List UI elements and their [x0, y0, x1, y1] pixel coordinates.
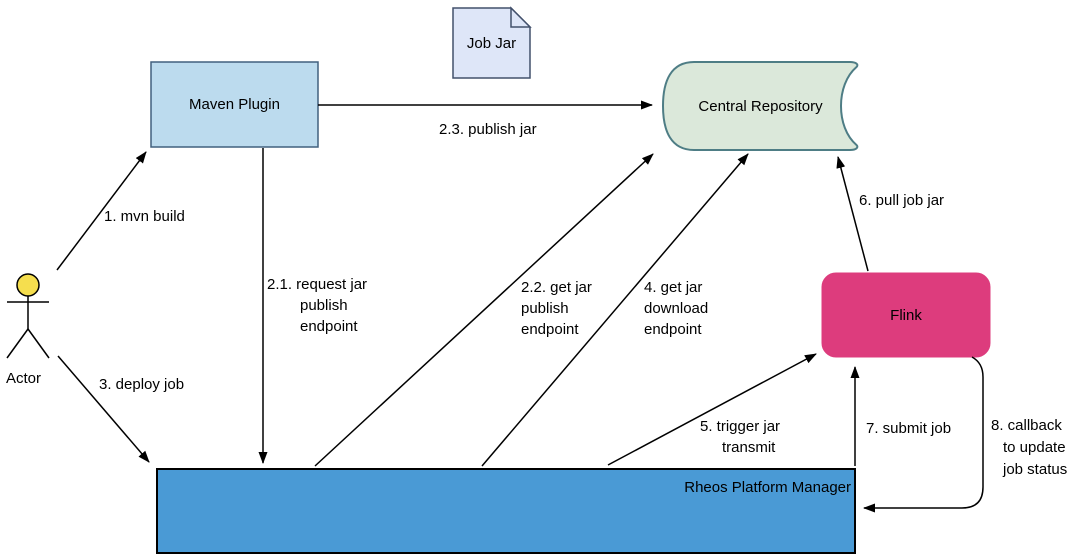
edge-get-jar-publish-endpoint-arrow: [314, 153, 654, 467]
edge-submit-job-label: 7. submit job: [866, 420, 952, 437]
maven-plugin-node: [150, 61, 319, 148]
flink-label: Flink: [890, 306, 922, 324]
edge-get-jar-publish-endpoint-label: 2.2. get jar publish endpoint: [521, 277, 592, 340]
actor-label: Actor: [6, 370, 42, 387]
edge-label-line: download: [644, 300, 709, 317]
edge-label-line: job status: [1003, 461, 1068, 478]
edge-trigger-jar-transmit-label: 5. trigger jar transmit: [700, 416, 780, 458]
edge-pull-job-jar-arrow: [836, 156, 869, 272]
central-repository-label: Central Repository: [698, 97, 823, 115]
edge-label-line: endpoint: [300, 318, 358, 335]
edge-trigger-jar-transmit-arrow: [607, 353, 817, 466]
edge-pull-job-jar-label: 6. pull job jar: [859, 192, 945, 209]
edge-get-jar-download-endpoint-arrow: [481, 153, 749, 467]
job-jar-label: Job Jar: [466, 34, 517, 52]
job-jar-note-fold-icon: [510, 6, 532, 28]
edge-get-jar-download-endpoint-label: 4. get jar download endpoint: [644, 277, 708, 340]
central-repository-node: [661, 61, 859, 151]
actor-figure: [6, 273, 50, 359]
edge-label-line: endpoint: [521, 321, 579, 338]
edge-label-line: publish: [300, 297, 348, 314]
edge-label-line: 4. get jar: [644, 279, 703, 296]
actor-head-icon: [16, 273, 40, 297]
edge-mvn-build-arrow: [56, 151, 147, 271]
edge-label-line: 5. trigger jar: [700, 418, 781, 435]
rheos-platform-manager-label: Rheos Platform Manager: [684, 479, 851, 496]
edge-label-line: 8. callback: [991, 417, 1062, 434]
maven-plugin-label: Maven Plugin: [189, 96, 280, 113]
edge-mvn-build-label: 1. mvn build: [104, 208, 185, 225]
edge-callback-update-job-status-label: 8. callback to update job status: [991, 415, 1067, 481]
edge-publish-jar-label: 2.3. publish jar: [439, 121, 537, 138]
flink-node: [821, 272, 991, 358]
edge-label-line: publish: [521, 300, 569, 317]
edge-deploy-job-label: 3. deploy job: [99, 376, 185, 393]
edge-label-line: to update: [1003, 439, 1066, 456]
edge-deploy-job-arrow: [57, 355, 150, 463]
rheos-platform-manager-node: [156, 468, 856, 554]
edge-label-line: endpoint: [644, 321, 702, 338]
edge-callback-update-job-status-arrow: [863, 356, 984, 513]
edge-request-jar-publish-endpoint-label: 2.1. request jar publish endpoint: [267, 274, 367, 337]
edge-label-line: transmit: [722, 439, 776, 456]
job-jar-note: [452, 6, 532, 79]
edge-label-line: 2.1. request jar: [267, 276, 368, 293]
edge-label-line: 2.2. get jar: [521, 279, 592, 296]
